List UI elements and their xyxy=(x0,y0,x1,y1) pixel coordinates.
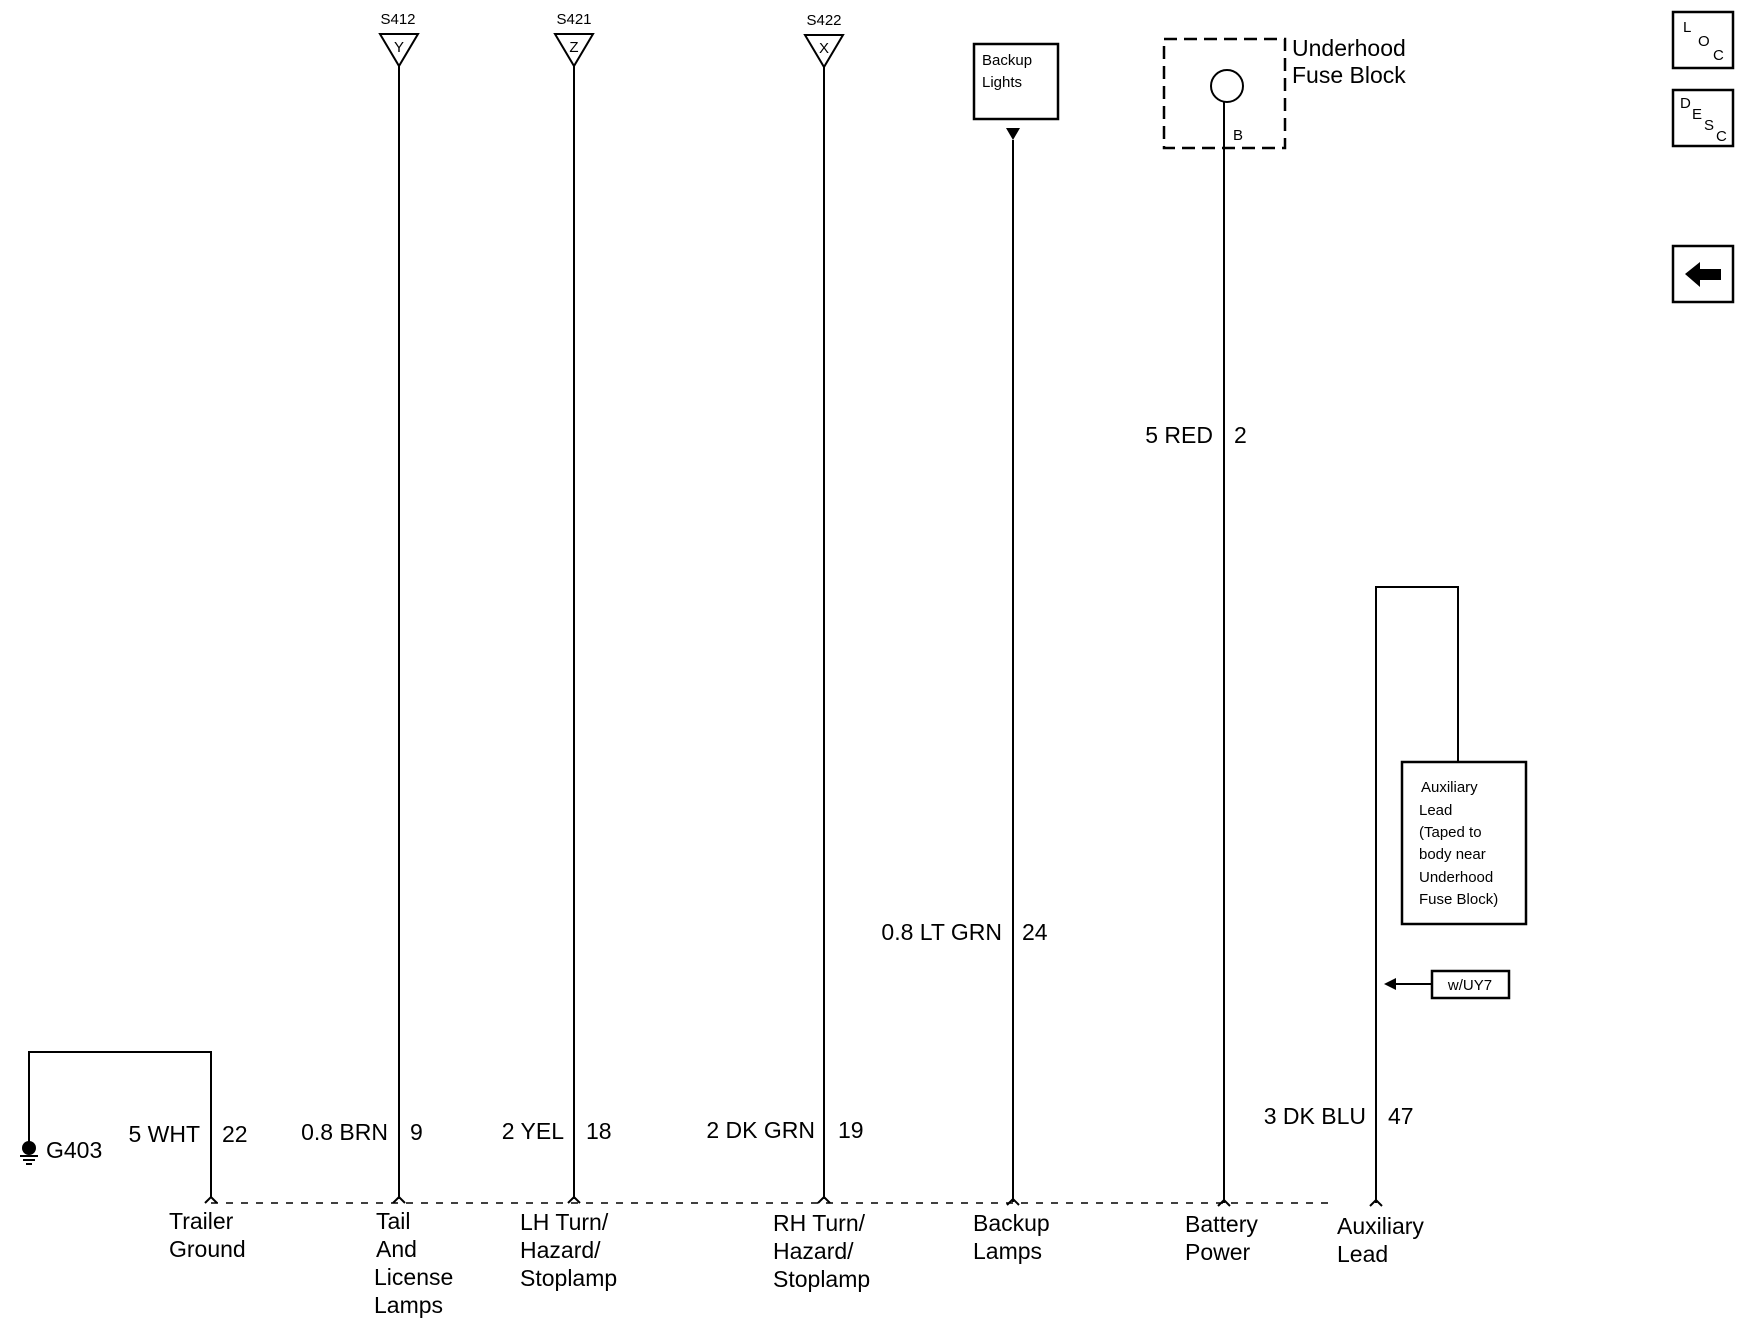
ground-label: G403 xyxy=(46,1137,102,1163)
splice-id: S421 xyxy=(556,11,591,28)
splice-letter: Y xyxy=(394,39,404,56)
splice-s422: S422 X xyxy=(803,12,845,69)
wire-spec: 0.8 BRN xyxy=(301,1119,388,1145)
circuit-number: 9 xyxy=(410,1119,423,1145)
connector-label-auxiliary-lead: Auxiliary Lead xyxy=(1337,1213,1424,1267)
splice-id: S412 xyxy=(380,11,415,28)
label-line: Lead xyxy=(1337,1241,1388,1267)
box-line: Backup xyxy=(982,52,1032,69)
note-line: Underhood xyxy=(1419,869,1493,886)
label-line: License xyxy=(374,1264,453,1290)
label-line: Lamps xyxy=(973,1238,1042,1264)
label-line: Tail xyxy=(376,1208,411,1234)
wire-spec: 3 DK BLU xyxy=(1264,1103,1366,1129)
loc-button[interactable]: L O C xyxy=(1671,10,1735,70)
desc-letter-c: C xyxy=(1716,128,1727,145)
circuit-number: 18 xyxy=(586,1118,612,1144)
desc-button[interactable]: D E S C xyxy=(1671,88,1735,148)
desc-letter-e: E xyxy=(1692,106,1702,123)
label-line: Stoplamp xyxy=(520,1265,617,1291)
auxiliary-note-box: Auxiliary Lead (Taped to body near Under… xyxy=(1400,760,1528,926)
note-line: (Taped to xyxy=(1419,824,1482,841)
desc-letter-d: D xyxy=(1680,95,1691,112)
box-line: Lights xyxy=(982,74,1022,91)
circuit-number: 24 xyxy=(1022,919,1048,945)
pin-chevron xyxy=(1006,1197,1020,1206)
label-line: Ground xyxy=(169,1236,246,1262)
connector-label-backup-lamps: Backup Lamps xyxy=(973,1210,1050,1264)
label-line: RH Turn/ xyxy=(773,1210,866,1236)
ground-icon xyxy=(20,1141,38,1165)
wire-spec: 0.8 LT GRN xyxy=(881,919,1002,945)
splice-s412: S412 Y xyxy=(378,11,420,68)
fuse-block-label: Underhood xyxy=(1292,35,1406,61)
connector-label-trailer-ground: Trailer Ground xyxy=(169,1208,246,1262)
label-line: Power xyxy=(1185,1239,1251,1265)
note-line: Fuse Block) xyxy=(1419,891,1498,908)
underhood-fuse-block: B Underhood Fuse Block xyxy=(1162,35,1406,150)
loc-letter-c: C xyxy=(1713,47,1724,64)
wire-spec: 2 DK GRN xyxy=(706,1117,815,1143)
option-label: w/UY7 xyxy=(1447,977,1492,994)
label-line: LH Turn/ xyxy=(520,1209,609,1235)
circuit-number: 47 xyxy=(1388,1103,1414,1129)
connector-label-tail-lamps: Tail And License Lamps xyxy=(374,1208,453,1318)
label-line: Stoplamp xyxy=(773,1266,870,1292)
splice-id: S422 xyxy=(806,12,841,29)
note-line: body near xyxy=(1419,846,1486,863)
wire-circuit-47 xyxy=(1375,586,1459,1203)
label-line: Hazard/ xyxy=(773,1238,854,1264)
loc-letter-o: O xyxy=(1698,33,1710,50)
label-line: Trailer xyxy=(169,1208,234,1234)
connector-label-lh-turn: LH Turn/ Hazard/ Stoplamp xyxy=(520,1209,617,1291)
circuit-number: 19 xyxy=(838,1117,864,1143)
terminal-label: B xyxy=(1233,127,1243,144)
pin-chevron xyxy=(1369,1198,1383,1207)
desc-letter-s: S xyxy=(1704,117,1714,134)
circuit-number: 2 xyxy=(1234,422,1247,448)
arrow-left-icon xyxy=(1685,262,1721,287)
option-tag: w/UY7 xyxy=(1384,969,1511,1000)
label-line: Hazard/ xyxy=(520,1237,601,1263)
label-line: And xyxy=(376,1236,417,1262)
wire-spec: 2 YEL xyxy=(502,1118,564,1144)
connector-label-battery-power: Battery Power xyxy=(1185,1211,1258,1265)
wire-spec: 5 RED xyxy=(1145,422,1213,448)
pin-chevron xyxy=(1217,1198,1231,1207)
splice-s421: S421 Z xyxy=(553,11,595,68)
arrow-down-icon xyxy=(1006,128,1020,140)
pin-chevron xyxy=(817,1195,831,1204)
back-button[interactable] xyxy=(1671,244,1735,304)
ground-g403: G403 xyxy=(20,1051,212,1197)
note-line: Auxiliary xyxy=(1421,779,1478,796)
splice-letter: Z xyxy=(569,39,578,56)
label-line: Battery xyxy=(1185,1211,1258,1237)
label-line: Backup xyxy=(973,1210,1050,1236)
loc-letter-l: L xyxy=(1683,19,1691,36)
label-line: Lamps xyxy=(374,1292,443,1318)
splice-letter: X xyxy=(819,40,829,57)
pin-chevron xyxy=(392,1195,406,1204)
label-line: Auxiliary xyxy=(1337,1213,1424,1239)
backup-lights-box: Backup Lights xyxy=(972,42,1060,140)
wire-spec: 5 WHT xyxy=(128,1121,200,1147)
note-line: Lead xyxy=(1419,802,1452,819)
circuit-number: 22 xyxy=(222,1121,248,1147)
connector-label-rh-turn: RH Turn/ Hazard/ Stoplamp xyxy=(773,1210,870,1292)
pin-chevron xyxy=(567,1195,581,1204)
arrow-left-icon xyxy=(1384,978,1396,990)
fuse-block-label: Fuse Block xyxy=(1292,62,1406,88)
pin-chevron xyxy=(204,1195,218,1204)
trailer-connector xyxy=(204,1195,1383,1207)
fuse-terminal-circle xyxy=(1210,69,1244,103)
